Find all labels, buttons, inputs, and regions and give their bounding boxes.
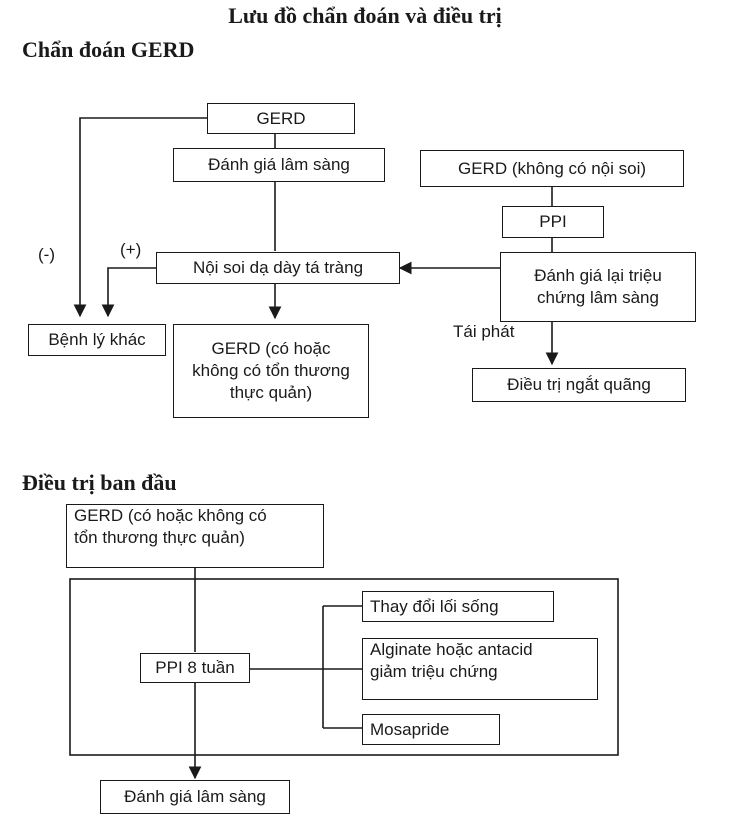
alginate-line-1: Alginate hoặc antacid (370, 640, 533, 659)
section-diagnosis-title: Chẩn đoán GERD (22, 37, 195, 62)
arrow-gerd-to-other-disease (73, 117, 207, 318)
box-gerd: GERD (207, 103, 355, 134)
box-gerd-result: GERD (có hoặc không có tổn thương thực q… (173, 324, 369, 418)
section-treatment-title: Điều trị ban đầu (22, 470, 177, 495)
box-other-disease: Bệnh lý khác (28, 324, 166, 356)
box-clinical-eval: Đánh giá lâm sàng (173, 148, 385, 182)
box-reevaluate: Đánh giá lại triệu chứng lâm sàng (500, 252, 696, 322)
gerd-result-line-3: thực quản) (229, 383, 313, 402)
box-mosapride: Mosapride (362, 714, 500, 745)
box-alginate: Alginate hoặc antacid giảm triệu chứng (362, 638, 598, 700)
box-ppi: PPI (502, 206, 604, 238)
treatment-container (69, 578, 619, 756)
box-endoscopy: Nội soi dạ dày tá tràng (156, 252, 400, 284)
box-clinical-eval-final: Đánh giá lâm sàng (100, 780, 290, 814)
gerd-initial-line-1: GERD (có hoặc không có (74, 506, 267, 525)
label-negative: (-) (38, 245, 55, 264)
box-intermittent: Điều trị ngắt quãng (472, 368, 686, 402)
label-positive: (+) (120, 240, 142, 259)
reevaluate-line-2: chứng lâm sàng (537, 288, 659, 307)
box-lifestyle: Thay đổi lối sống (362, 591, 554, 622)
arrow-endoscopy-to-other-disease (101, 267, 156, 318)
gerd-initial-line-2: tổn thương thực quản) (74, 528, 245, 547)
box-ppi-8-weeks: PPI 8 tuần (140, 653, 250, 683)
gerd-result-line-1: GERD (có hoặc (211, 339, 331, 358)
label-relapse: Tái phát (453, 322, 515, 341)
box-gerd-initial: GERD (có hoặc không có tổn thương thực q… (66, 504, 324, 568)
reevaluate-line-1: Đánh giá lại triệu (534, 266, 662, 285)
main-title: Lưu đồ chẩn đoán và điều trị (228, 3, 502, 28)
alginate-line-2: giảm triệu chứng (370, 662, 498, 681)
box-gerd-no-endoscopy: GERD (không có nội soi) (420, 150, 684, 187)
gerd-result-line-2: không có tổn thương (192, 361, 350, 380)
